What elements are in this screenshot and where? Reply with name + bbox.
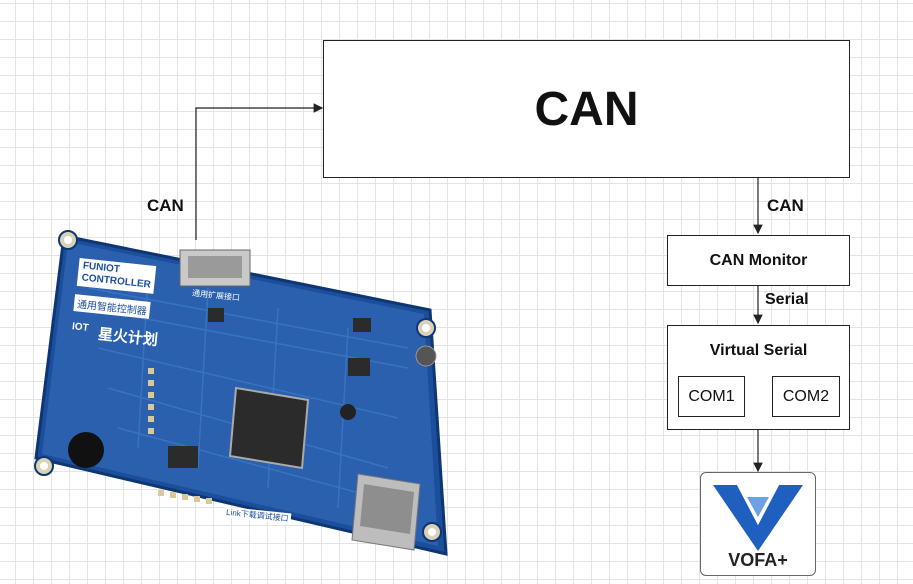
can-bus-title: CAN — [534, 82, 639, 136]
com1-box: COM1 — [678, 376, 745, 417]
can-monitor-box: CAN Monitor — [667, 235, 850, 286]
vofa-v-icon — [713, 485, 803, 551]
virtual-serial-title: Virtual Serial — [709, 342, 808, 359]
can-bus-box: CAN — [323, 40, 850, 178]
vofa-logo: VOFA+ — [700, 472, 816, 576]
com2-box: COM2 — [772, 376, 840, 417]
can-monitor-label: CAN Monitor — [709, 251, 808, 269]
serial-label: Serial — [765, 291, 809, 308]
board-to-can-line — [195, 103, 324, 240]
vofa-text: VOFA+ — [728, 550, 788, 570]
right-can-label: CAN — [767, 196, 804, 215]
board-iot-label: IOT — [71, 321, 90, 334]
left-can-label: CAN — [147, 196, 184, 215]
pcb-board: FUNIOT CONTROLLER 通用智能控制器 IOT 星火计划 通用扩展接… — [28, 228, 458, 558]
